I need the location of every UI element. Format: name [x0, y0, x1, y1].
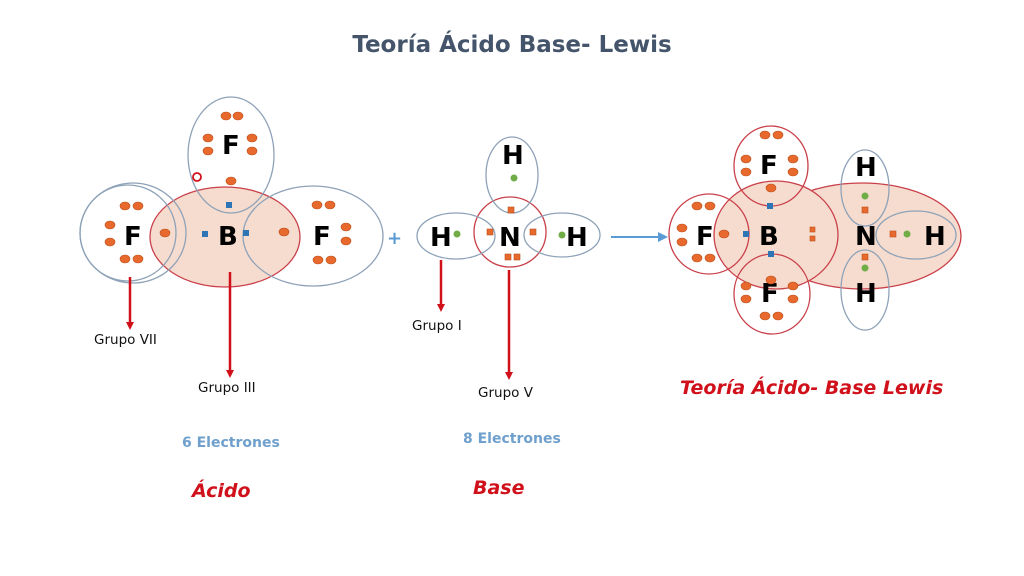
hydrogen-bottom-shell-product — [840, 249, 890, 331]
page-title: Teoría Ácido Base- Lewis — [352, 32, 672, 58]
hydrogen-electrons — [453, 174, 566, 239]
atom-f-top: F — [222, 131, 240, 161]
product-boron-electrons — [743, 203, 774, 257]
label-grupo-v: Grupo V — [478, 385, 533, 401]
plus-operator: + — [387, 228, 402, 249]
atom-f-right: F — [313, 222, 331, 252]
boron-shell — [149, 186, 301, 288]
label-grupo-iii: Grupo III — [198, 380, 256, 396]
fluorine-left-shell-outline — [79, 182, 187, 284]
product-atom-f-bottom: F — [761, 279, 779, 309]
product-atom-f-left: F — [696, 222, 714, 252]
label-grupo-i: Grupo I — [412, 318, 462, 334]
nh3-molecule: H H N H — [416, 136, 601, 268]
product-atom-n: N — [855, 222, 877, 252]
product-caption: Teoría Ácido- Base Lewis — [680, 377, 944, 399]
nitrogen-shell — [473, 196, 547, 268]
nh3-electron-count: 8 Electrones — [463, 431, 561, 447]
atom-h-left: H — [430, 223, 452, 253]
atom-h-right: H — [566, 223, 588, 253]
product-nitrogen-electrons — [809, 206, 897, 261]
label-grupo-vii: Grupo VII — [94, 332, 157, 348]
product-hydrogen-electrons — [861, 192, 911, 272]
product-atom-b: B — [759, 222, 779, 252]
product-atom-h-top: H — [855, 153, 877, 183]
atom-n: N — [499, 223, 521, 253]
fluorine-top-shell — [187, 96, 275, 214]
product-adduct: F F F B N H H H — [668, 125, 962, 335]
atom-b: B — [218, 222, 238, 252]
hydrogen-top-shell-product — [840, 149, 890, 227]
acid-label: Ácido — [192, 480, 251, 502]
hydrogen-right-shell-product — [875, 210, 957, 260]
product-atom-h-right: H — [924, 222, 946, 252]
hydrogen-left-shell — [416, 212, 496, 260]
base-label: Base — [473, 477, 525, 499]
boron-electrons — [202, 202, 249, 237]
product-atom-f-top: F — [760, 151, 778, 181]
boron-shell-product — [713, 180, 839, 290]
atom-f-left: F — [124, 222, 142, 252]
bf3-electron-count: 6 Electrones — [182, 435, 280, 451]
product-fluorine-lone-pairs — [676, 130, 799, 321]
fluorine-lone-pairs — [104, 111, 352, 265]
nitrogen-electrons — [486, 206, 537, 261]
atom-h-top: H — [502, 141, 524, 171]
cursor-marker — [192, 172, 202, 182]
product-atom-h-bottom: H — [855, 279, 877, 309]
hydrogen-right-shell — [523, 212, 601, 258]
bf3-molecule: F F B F — [79, 96, 384, 288]
